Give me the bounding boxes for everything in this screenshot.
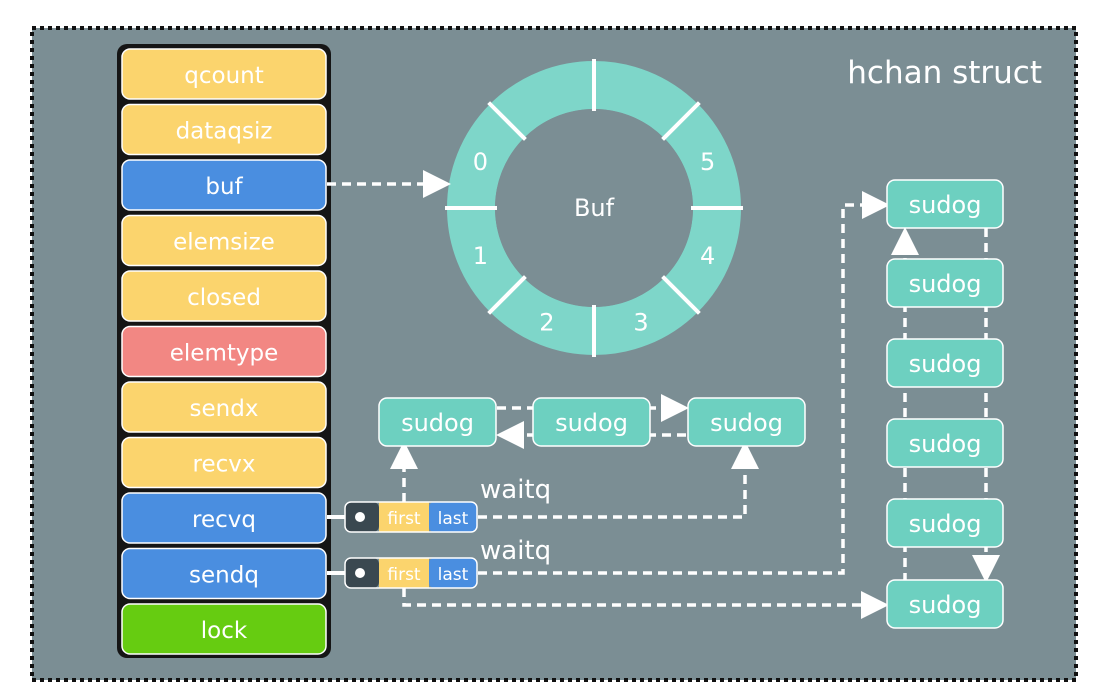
waitq-label: waitq xyxy=(480,536,551,566)
field-label: recvq xyxy=(192,507,256,533)
field-box xyxy=(121,603,327,655)
field-box xyxy=(121,103,327,156)
struct-title: hchan struct xyxy=(847,55,1042,91)
send-waitq: first last waitq xyxy=(327,536,551,589)
buffer-slot-label: 3 xyxy=(633,309,648,337)
circular-buffer: Buf 0 1 2 3 4 5 xyxy=(445,59,743,357)
send-last-arrow xyxy=(478,191,890,575)
sudog-label: sudog xyxy=(909,191,982,219)
queue-handle-dot xyxy=(355,512,365,522)
field-dataqsiz: dataqsiz xyxy=(121,103,327,156)
field-label: sendq xyxy=(189,563,259,589)
queue-first-label: first xyxy=(387,509,421,529)
field-label: sendx xyxy=(190,396,259,422)
field-box xyxy=(121,48,327,100)
field-box xyxy=(121,325,327,378)
sudog-label: sudog xyxy=(909,591,982,619)
sudog-nodes: sudog sudog sudog sudog sudog sudog sudog sudog… xyxy=(378,179,1004,629)
queue-last-cell xyxy=(429,502,477,532)
queue-first-label: first xyxy=(387,565,421,585)
sudog-node: sudog xyxy=(378,397,497,447)
buffer-center-label: Buf xyxy=(574,194,615,222)
queue-outline xyxy=(344,501,478,533)
sudog-label: sudog xyxy=(909,510,982,538)
sudog-node: sudog xyxy=(687,397,806,447)
field-label: recvx xyxy=(193,452,256,478)
sudog-box xyxy=(886,179,1004,229)
recv-waitq: first last waitq xyxy=(327,475,551,533)
buffer-slot-label: 4 xyxy=(700,242,715,270)
wait-queues: first last waitq first last waitq xyxy=(327,475,551,589)
sudog-box xyxy=(687,397,806,447)
sudog-label: sudog xyxy=(710,409,783,437)
field-box xyxy=(121,270,327,322)
field-elemtype: elemtype xyxy=(121,325,327,378)
field-sendq: sendq xyxy=(121,547,327,600)
sudog-label: sudog xyxy=(909,270,982,298)
field-label: dataqsiz xyxy=(176,119,273,145)
sudog-node: sudog xyxy=(886,579,1004,629)
queue-outline xyxy=(344,557,478,589)
sudog-label: sudog xyxy=(909,430,982,458)
slot-divider xyxy=(487,101,527,141)
field-sendx: sendx xyxy=(121,381,327,433)
field-box xyxy=(121,214,327,267)
sudog-label: sudog xyxy=(555,409,628,437)
field-label: buf xyxy=(205,174,243,200)
sudog-box xyxy=(886,258,1004,308)
queue-last-label: last xyxy=(438,565,469,585)
field-closed: closed xyxy=(121,270,327,322)
send-first-arrow xyxy=(402,588,889,619)
field-elemsize: elemsize xyxy=(121,214,327,267)
buffer-slot-label: 2 xyxy=(539,309,554,337)
sudog-box xyxy=(378,397,497,447)
sudog-label: sudog xyxy=(909,350,982,378)
sudog-node: sudog xyxy=(532,397,651,447)
field-recvq: recvq xyxy=(121,492,327,544)
field-buf: buf xyxy=(121,159,327,211)
buffer-hole xyxy=(495,109,693,307)
sudog-node: sudog xyxy=(886,338,1004,388)
buffer-slot-label: 1 xyxy=(473,242,488,270)
queue-last-label: last xyxy=(438,509,469,529)
waitq-label: waitq xyxy=(480,475,551,505)
field-box xyxy=(121,159,327,211)
sudog-node: sudog xyxy=(886,179,1004,229)
field-qcount: qcount xyxy=(121,48,327,100)
queue-first-cell xyxy=(379,558,429,588)
queue-last-cell xyxy=(429,558,477,588)
field-label: closed xyxy=(187,285,261,311)
field-recvx: recvx xyxy=(121,436,327,489)
field-box xyxy=(121,547,327,600)
sudog-node: sudog xyxy=(886,418,1004,468)
field-label: lock xyxy=(201,618,248,644)
field-box xyxy=(121,436,327,489)
field-lock: lock xyxy=(121,603,327,655)
field-box xyxy=(121,492,327,544)
slot-divider xyxy=(661,275,701,315)
field-label: qcount xyxy=(184,63,264,89)
queue-first-cell xyxy=(379,502,429,532)
queue-handle-dot xyxy=(355,568,365,578)
sudog-box xyxy=(886,338,1004,388)
diagram-border xyxy=(30,26,1078,682)
sudog-box xyxy=(886,579,1004,629)
slot-divider xyxy=(661,101,701,141)
field-box xyxy=(121,381,327,433)
slot-divider xyxy=(487,275,527,315)
sudog-box xyxy=(886,418,1004,468)
sudog-label: sudog xyxy=(401,409,474,437)
sudog-node: sudog xyxy=(886,498,1004,548)
field-list: qcount dataqsiz buf elemsize closed elemtype s… xyxy=(121,48,327,655)
sudog-node: sudog xyxy=(886,258,1004,308)
sudog-box xyxy=(532,397,651,447)
field-label: elemsize xyxy=(173,230,275,256)
field-label: elemtype xyxy=(170,341,278,367)
sudog-box xyxy=(886,498,1004,548)
buffer-slot-label: 5 xyxy=(700,148,715,176)
buffer-slot-label: 0 xyxy=(473,148,488,176)
